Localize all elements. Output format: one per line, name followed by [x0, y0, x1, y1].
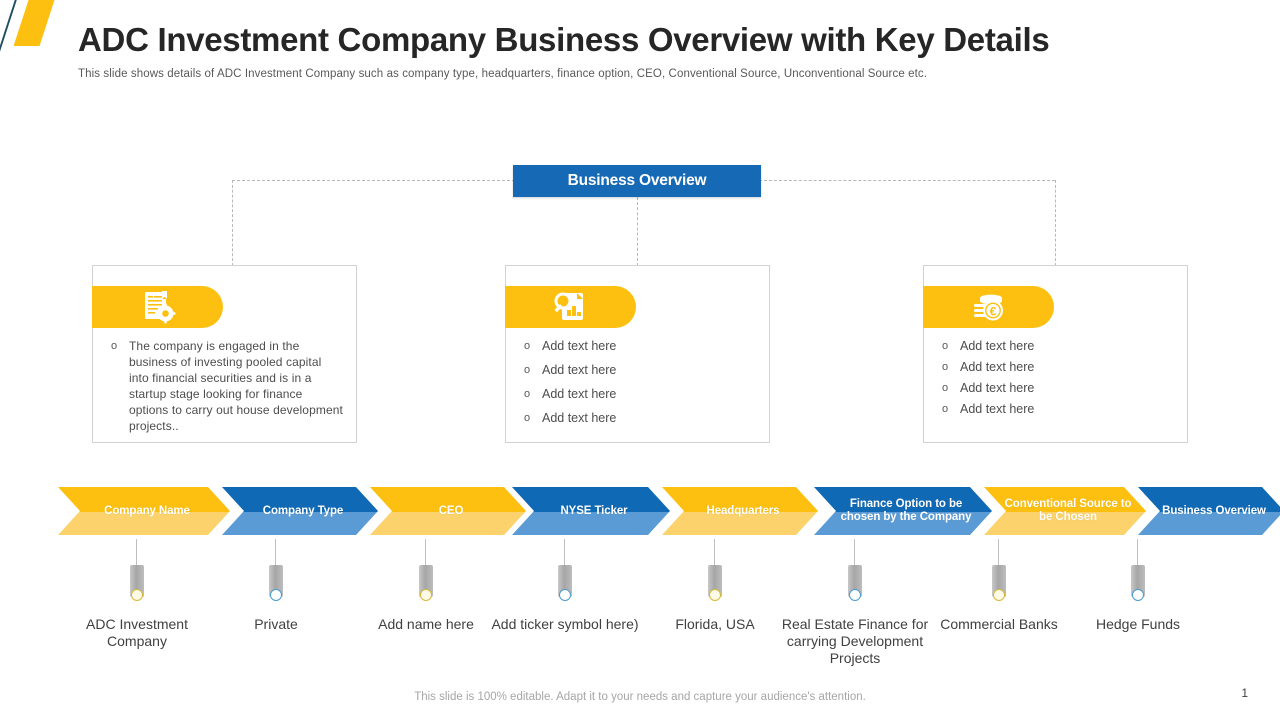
pin-stem [136, 539, 137, 565]
ribbon-segment-label: NYSE Ticker [560, 504, 628, 517]
list-item: o Add text here [938, 380, 1175, 396]
euro-coins-icon: € [923, 286, 1054, 328]
connector-vertical-middle [637, 197, 638, 266]
pin-label-1: ADC Investment Company [86, 616, 188, 649]
pin-dot [420, 589, 432, 601]
overview-card-3-body: o Add text here o Add text here o Add te… [938, 338, 1175, 422]
list-item: o Add text here [520, 338, 757, 354]
overview-card-1: o The company is engaged in the business… [92, 265, 357, 443]
list-item-text: Add text here [542, 387, 617, 401]
ribbon-segment-label: Finance Option to be chosen by the Compa… [840, 498, 972, 523]
ribbon-segment-1[interactable]: Company Name [58, 487, 230, 535]
ribbon-segment-label: CEO [438, 504, 464, 517]
list-item-text: Add text here [960, 339, 1035, 353]
overview-card-1-body: o The company is engaged in the business… [107, 338, 344, 439]
pin-dot [559, 589, 571, 601]
list-item-text: Add text here [542, 411, 617, 425]
connector-horizontal-right [759, 180, 1055, 181]
overview-card-3: € o Add text here o Add text here o Add … [923, 265, 1188, 443]
overview-card-2: o Add text here o Add text here o Add te… [505, 265, 770, 443]
pin-label-8: Hedge Funds [1095, 616, 1181, 632]
pin-label-6: Real Estate Finance for carrying Develop… [781, 616, 929, 666]
pin-stem [564, 539, 565, 565]
ribbon-segment-3[interactable]: CEO [370, 487, 526, 535]
connector-horizontal-left [232, 180, 515, 181]
ribbon-segment-7[interactable]: Conventional Source to be Chosen [984, 487, 1146, 535]
list-item-text: The company is engaged in the business o… [129, 339, 343, 433]
bullet-marker: o [942, 361, 949, 373]
list-item: o Add text here [520, 362, 757, 378]
ribbon-segment-label: Company Type [262, 504, 344, 517]
pin-dot [993, 589, 1005, 601]
corner-decoration [0, 0, 70, 60]
ribbon-segment-4[interactable]: NYSE Ticker [512, 487, 670, 535]
connector-vertical-right [1055, 180, 1056, 266]
bullet-marker: o [524, 412, 531, 424]
svg-text:€: € [989, 305, 996, 319]
list-item: o Add text here [938, 359, 1175, 375]
bullet-marker: o [524, 364, 531, 376]
ribbon-segment-8[interactable]: Business Overview [1138, 487, 1280, 535]
process-ribbon: Company Name Company Type CEO NYSE Ticker He… [58, 487, 1226, 535]
pin-dot [270, 589, 282, 601]
ribbon-segment-label: Business Overview [1162, 504, 1266, 517]
pin-label-7: Commercial Banks [940, 616, 1058, 632]
bullet-marker: o [942, 382, 949, 394]
pin-stem [854, 539, 855, 565]
bullet-marker: o [942, 403, 949, 415]
pin-stem [425, 539, 426, 565]
pin-dot [131, 589, 143, 601]
ribbon-segment-label: Headquarters [706, 504, 780, 517]
page-title: ADC Investment Company Business Overview… [78, 21, 1050, 58]
pin-label-5: Florida, USA [675, 616, 755, 632]
magnifier-report-icon [505, 286, 636, 328]
list-item-text: Add text here [960, 381, 1035, 395]
list-item-text: Add text here [542, 339, 617, 353]
page-subtitle: This slide shows details of ADC Investme… [78, 68, 928, 81]
pin-dot [849, 589, 861, 601]
pin-dot [1132, 589, 1144, 601]
pin-label-3: Add name here [378, 616, 474, 632]
list-item: o Add text here [520, 410, 757, 426]
ribbon-segment-label: Company Name [104, 504, 190, 517]
document-gear-icon [92, 286, 223, 328]
pin-stem [275, 539, 276, 565]
overview-card-2-body: o Add text here o Add text here o Add te… [520, 338, 757, 434]
bullet-marker: o [524, 388, 531, 400]
list-item: o Add text here [938, 338, 1175, 354]
list-item: o The company is engaged in the business… [107, 338, 344, 434]
bullet-marker: o [111, 340, 118, 352]
pin-label-4: Add ticker symbol here) [491, 616, 639, 632]
pin-stem [1137, 539, 1138, 565]
business-overview-header-label: Business Overview [567, 172, 707, 189]
pin-stem [998, 539, 999, 565]
footer-note: This slide is 100% editable. Adapt it to… [414, 691, 866, 703]
pin-dot [709, 589, 721, 601]
list-item: o Add text here [520, 386, 757, 402]
business-overview-header: Business Overview [513, 165, 761, 197]
ribbon-segment-2[interactable]: Company Type [222, 487, 378, 535]
list-item-text: Add text here [960, 402, 1035, 416]
corner-yellow-bar [13, 0, 57, 46]
ribbon-segment-label: Conventional Source to be Chosen [1004, 498, 1132, 523]
connector-vertical-left [232, 180, 233, 266]
ribbon-segment-5[interactable]: Headquarters [662, 487, 818, 535]
corner-diagonal-line [0, 0, 19, 58]
list-item: o Add text here [938, 401, 1175, 417]
header: ADC Investment Company Business Overview… [78, 21, 1238, 81]
pin-label-2: Private [254, 616, 298, 632]
list-item-text: Add text here [542, 363, 617, 377]
pin-stem [714, 539, 715, 565]
ribbon-segment-6[interactable]: Finance Option to be chosen by the Compa… [814, 487, 992, 535]
bullet-marker: o [524, 340, 531, 352]
page-number: 1 [1241, 686, 1248, 700]
bullet-marker: o [942, 340, 949, 352]
list-item-text: Add text here [960, 360, 1035, 374]
